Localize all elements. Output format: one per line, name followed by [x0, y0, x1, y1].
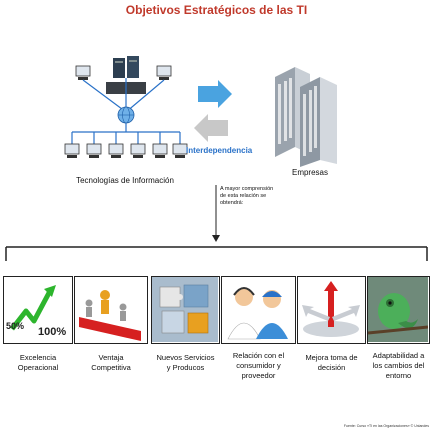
growth-chart-icon: 50% 100%: [6, 285, 66, 338]
objective-box-adaptability: [367, 276, 430, 344]
objective-label-new-services: Nuevos Servicios y Producos: [156, 353, 215, 372]
interdependence-arrows-icon: [194, 80, 232, 142]
network-diagram-icon: [64, 56, 188, 158]
it-label: Tecnologías de Información: [76, 176, 174, 185]
decision-arrows-icon: [302, 281, 360, 337]
customer-service-icon: [227, 287, 288, 340]
globe-icon: [117, 106, 135, 124]
objective-label-operational-excellence: Excelencia Operacional: [17, 353, 59, 372]
objective-label-adaptability: Adaptabilidad a los cambios del entorno: [372, 351, 425, 380]
companies-label: Empresas: [291, 168, 328, 177]
objective-box-new-services: [151, 276, 220, 344]
objective-label-competitive-advantage: Ventaja Competitiva: [91, 353, 131, 372]
puzzle-pieces-icon: [152, 277, 218, 342]
note-text: A mayor comprensión de esta relación se …: [220, 186, 274, 206]
buildings-icon: [275, 67, 337, 167]
objective-box-customer-relation: [221, 276, 296, 344]
percent-small-label: 50%: [6, 321, 24, 331]
source-footer: Fuente: Curso «TI en las Organizaciones»…: [343, 424, 429, 428]
objective-label-decision-making: Mejora toma de decisión: [305, 353, 358, 372]
computer-icon: [75, 65, 172, 80]
objective-box-competitive-advantage: [74, 276, 148, 344]
percent-large-label: 100%: [38, 326, 66, 338]
connector-lines: [5, 185, 428, 261]
objective-label-customer-relation: Relación con el consumidor y proveedor: [232, 351, 285, 380]
page-title: Objetivos Estratégicos de las TI: [125, 3, 308, 17]
chameleon-icon: [368, 277, 429, 342]
competition-race-icon: [79, 290, 141, 341]
server-icon: [113, 56, 139, 78]
objective-box-decision-making: [297, 276, 366, 344]
interdependence-label: Interdependencia: [186, 146, 253, 155]
computer-icon: [64, 143, 188, 155]
objective-box-operational-excellence: 50% 100%: [3, 276, 73, 344]
